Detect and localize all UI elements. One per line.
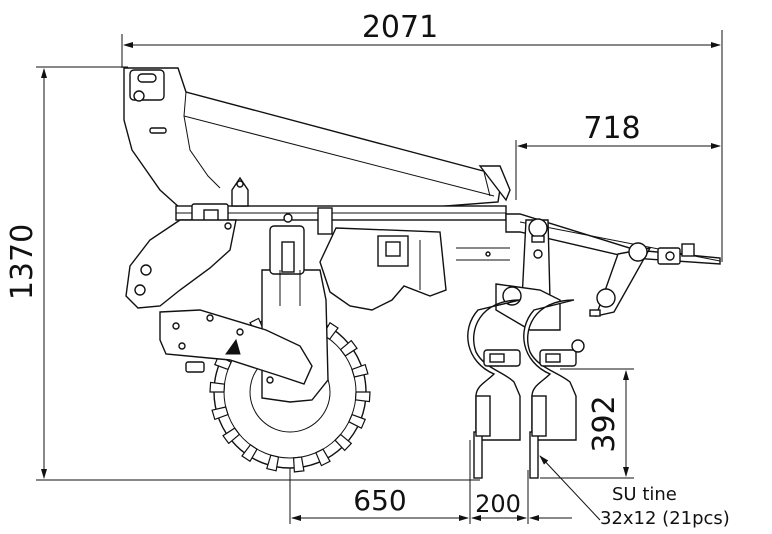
dimension-drawbar-length: 718 bbox=[515, 111, 721, 200]
dimension-tine-height: 392 bbox=[540, 368, 634, 479]
tread-lug bbox=[354, 391, 371, 403]
tread-lug bbox=[334, 433, 353, 452]
tread-lug bbox=[241, 443, 258, 463]
tread-lug bbox=[211, 406, 229, 421]
tread-lug bbox=[315, 448, 331, 467]
tread-lug bbox=[351, 363, 369, 378]
top-frame bbox=[123, 67, 511, 213]
tread-lug bbox=[266, 454, 280, 472]
tread-lug bbox=[348, 413, 367, 430]
dimension-label-718: 718 bbox=[583, 111, 640, 146]
tread-lug bbox=[292, 456, 305, 473]
side-plate bbox=[125, 219, 237, 309]
center-plate bbox=[319, 227, 510, 311]
tine-callout: SU tine 32x12 (21pcs) bbox=[539, 455, 730, 529]
dimension-overall-height: 1370 bbox=[5, 66, 480, 481]
drawbar bbox=[505, 213, 721, 265]
tread-lug bbox=[339, 339, 358, 357]
su-tine-front bbox=[467, 299, 521, 479]
dimension-tine-spacing: 200 bbox=[471, 470, 572, 524]
dimension-label-2071: 2071 bbox=[362, 10, 438, 45]
dimension-label-200: 200 bbox=[475, 490, 521, 518]
callout-line-2: 32x12 (21pcs) bbox=[600, 508, 730, 529]
dimension-label-1370: 1370 bbox=[5, 224, 40, 300]
su-tine-rear bbox=[523, 299, 585, 479]
wheel-arm bbox=[159, 213, 329, 403]
dimension-label-650: 650 bbox=[353, 484, 406, 517]
callout-line-1: SU tine bbox=[612, 484, 677, 505]
dimension-overall-length: 2071 bbox=[121, 10, 723, 262]
tread-lug bbox=[222, 427, 241, 445]
tread-lug bbox=[209, 381, 226, 393]
dimension-label-392: 392 bbox=[587, 395, 622, 452]
